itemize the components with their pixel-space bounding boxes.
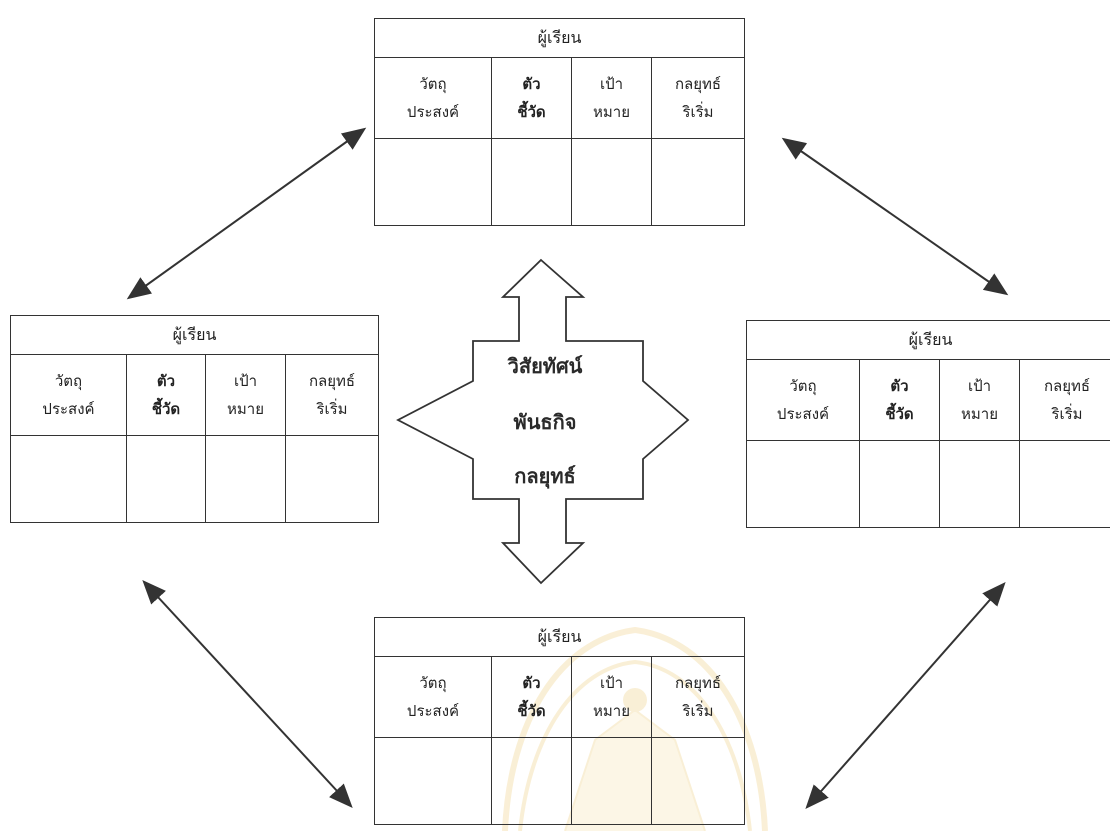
connector-top-left [126, 127, 367, 300]
table-left-header-objective: วัตถุประสงค์ [10, 354, 127, 436]
table-bottom-empty-cell [374, 737, 492, 825]
table-left-empty-cell [205, 435, 286, 523]
table-right-title: ผู้เรียน [746, 320, 1110, 360]
connector-top-right [781, 137, 1009, 296]
table-left-title: ผู้เรียน [10, 315, 379, 355]
table-left-empty-cell [126, 435, 206, 523]
table-right: ผู้เรียน วัตถุประสงค์ ตัวชี้วัด เป้าหมาย… [746, 320, 1110, 528]
table-top-empty-cell [491, 138, 572, 226]
table-left-header-target: เป้าหมาย [205, 354, 286, 436]
table-top-header-objective: วัตถุประสงค์ [374, 57, 492, 139]
table-bottom-empty-cell [491, 737, 572, 825]
table-left: ผู้เรียน วัตถุประสงค์ ตัวชี้วัด เป้าหมาย… [10, 315, 379, 523]
table-right-empty-cell [1019, 440, 1110, 528]
table-right-empty-cell [859, 440, 940, 528]
table-top: ผู้เรียน วัตถุประสงค์ ตัวชี้วัด เป้าหมาย… [374, 18, 745, 226]
table-top-empty-cell [651, 138, 745, 226]
table-top-empty-cell [374, 138, 492, 226]
table-right-header-indicator: ตัวชี้วัด [859, 359, 940, 441]
table-top-title: ผู้เรียน [374, 18, 745, 58]
center-vision-label: วิสัยทัศน์ [507, 354, 583, 378]
table-right-empty-cell [939, 440, 1020, 528]
table-right-empty-cell [746, 440, 860, 528]
table-bottom: ผู้เรียน วัตถุประสงค์ ตัวชี้วัด เป้าหมาย… [374, 617, 745, 825]
table-bottom-header-objective: วัตถุประสงค์ [374, 656, 492, 738]
table-left-header-indicator: ตัวชี้วัด [126, 354, 206, 436]
table-bottom-header-indicator: ตัวชี้วัด [491, 656, 572, 738]
center-strategy-label: กลยุทธ์ [514, 464, 576, 488]
table-top-header-initiative: กลยุทธ์ริเริ่ม [651, 57, 745, 139]
table-top-header-indicator: ตัวชี้วัด [491, 57, 572, 139]
table-bottom-empty-cell [571, 737, 652, 825]
table-right-header-target: เป้าหมาย [939, 359, 1020, 441]
table-left-empty-cell [10, 435, 127, 523]
center-mission-label: พันธกิจ [513, 410, 577, 434]
table-bottom-header-target: เป้าหมาย [571, 656, 652, 738]
connector-bottom-left [142, 580, 353, 808]
table-left-empty-cell [285, 435, 379, 523]
table-bottom-header-initiative: กลยุทธ์ริเริ่ม [651, 656, 745, 738]
table-top-header-target: เป้าหมาย [571, 57, 652, 139]
connector-bottom-right [805, 582, 1006, 809]
table-bottom-empty-cell [651, 737, 745, 825]
table-right-header-objective: วัตถุประสงค์ [746, 359, 860, 441]
four-way-arrow [396, 258, 690, 585]
table-top-empty-cell [571, 138, 652, 226]
table-right-header-initiative: กลยุทธ์ริเริ่ม [1019, 359, 1110, 441]
table-left-header-initiative: กลยุทธ์ริเริ่ม [285, 354, 379, 436]
table-bottom-title: ผู้เรียน [374, 617, 745, 657]
